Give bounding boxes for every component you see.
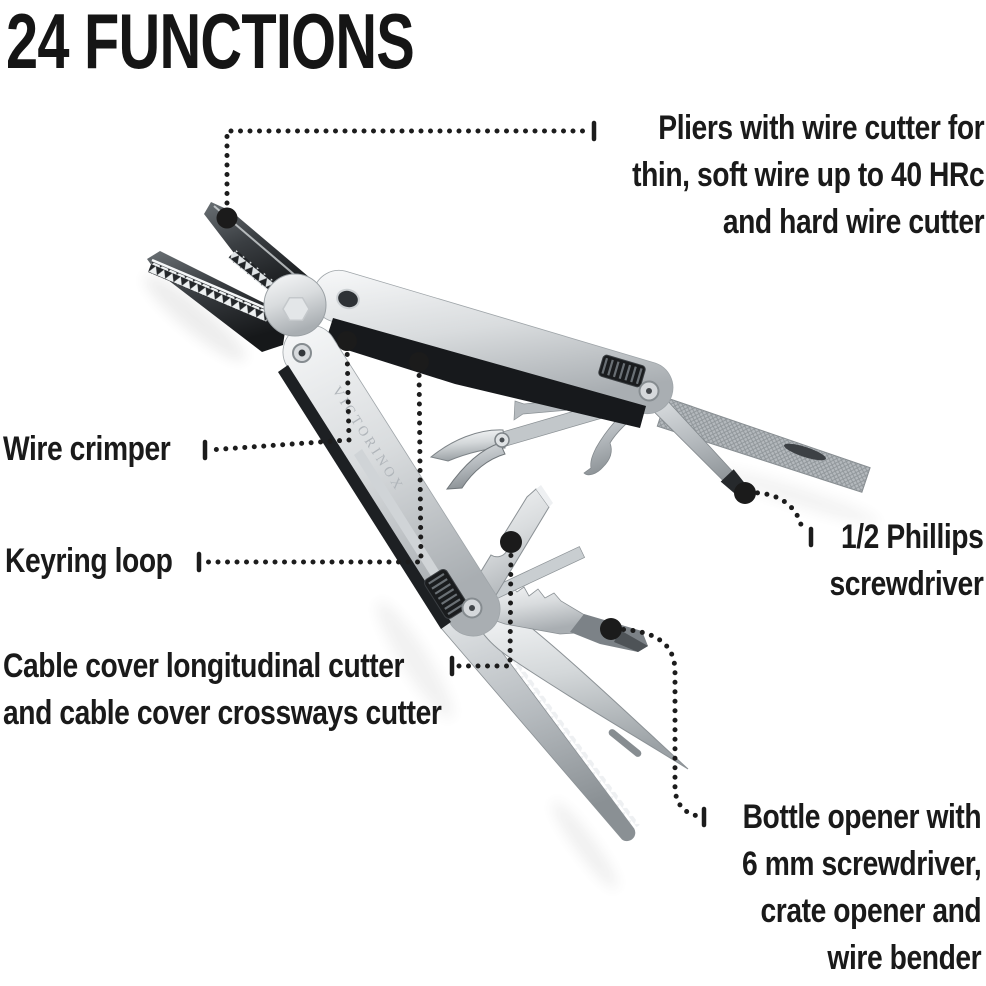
label-cable-cutter: Cable cover longitudinal cutter and cabl… bbox=[3, 643, 442, 737]
label-wire-crimper: Wire crimper bbox=[3, 426, 171, 473]
label-pliers-line3: and hard wire cutter bbox=[722, 203, 985, 241]
page-title: 24 FUNCTIONS bbox=[6, 0, 415, 85]
anchor-dot-wire-crimper bbox=[337, 331, 357, 351]
label-keyring-loop: Keyring loop bbox=[5, 538, 173, 585]
leader-cable-cutter bbox=[453, 543, 514, 669]
leader-phillips bbox=[745, 490, 805, 532]
label-phillips-line2: screwdriver bbox=[829, 565, 983, 603]
pliers-head bbox=[147, 202, 327, 352]
leader-pliers bbox=[224, 128, 589, 225]
anchor-dot-keyring bbox=[409, 352, 429, 372]
label-bottle-opener-line3: crate opener and bbox=[760, 892, 981, 930]
label-cable-cutter-line2: and cable cover crossways cutter bbox=[3, 694, 442, 732]
anchor-dot-bottle-opener bbox=[600, 618, 622, 640]
label-pliers: Pliers with wire cutter for thin, soft w… bbox=[631, 105, 985, 246]
label-pliers-line2: thin, soft wire up to 40 HRc bbox=[631, 156, 985, 194]
leader-wire-crimper bbox=[206, 342, 352, 453]
label-bottle-opener-line2: 6 mm screwdriver, bbox=[741, 845, 982, 883]
photo-shadows bbox=[143, 274, 881, 890]
label-phillips-line1: 1/2 Phillips bbox=[840, 518, 984, 556]
label-phillips: 1/2 Phillips screwdriver bbox=[829, 514, 983, 608]
lower-handle-slider bbox=[424, 569, 468, 619]
knife-blade-tool bbox=[473, 596, 689, 770]
label-bottle-opener-line4: wire bender bbox=[827, 939, 981, 977]
label-cable-cutter-line1: Cable cover longitudinal cutter bbox=[3, 647, 405, 685]
anchor-dot-cable-cutter bbox=[500, 531, 522, 553]
label-pliers-line1: Pliers with wire cutter for bbox=[658, 109, 984, 147]
upper-handle-slider bbox=[598, 354, 646, 388]
upper-handle bbox=[312, 269, 674, 428]
label-bottle-opener: Bottle opener with 6 mm screwdriver, cra… bbox=[741, 794, 982, 982]
label-bottle-opener-line1: Bottle opener with bbox=[742, 798, 981, 836]
annotation-leaders bbox=[196, 120, 814, 828]
multitool: VICTORINOX bbox=[147, 202, 871, 842]
leader-bottle-opener bbox=[611, 626, 701, 819]
anchor-dot-pliers bbox=[216, 207, 238, 229]
label-wire-crimper-line1: Wire crimper bbox=[3, 430, 171, 468]
label-keyring-loop-line1: Keyring loop bbox=[5, 542, 173, 580]
leader-keyring bbox=[200, 363, 424, 565]
anchor-dot-phillips bbox=[734, 482, 756, 504]
